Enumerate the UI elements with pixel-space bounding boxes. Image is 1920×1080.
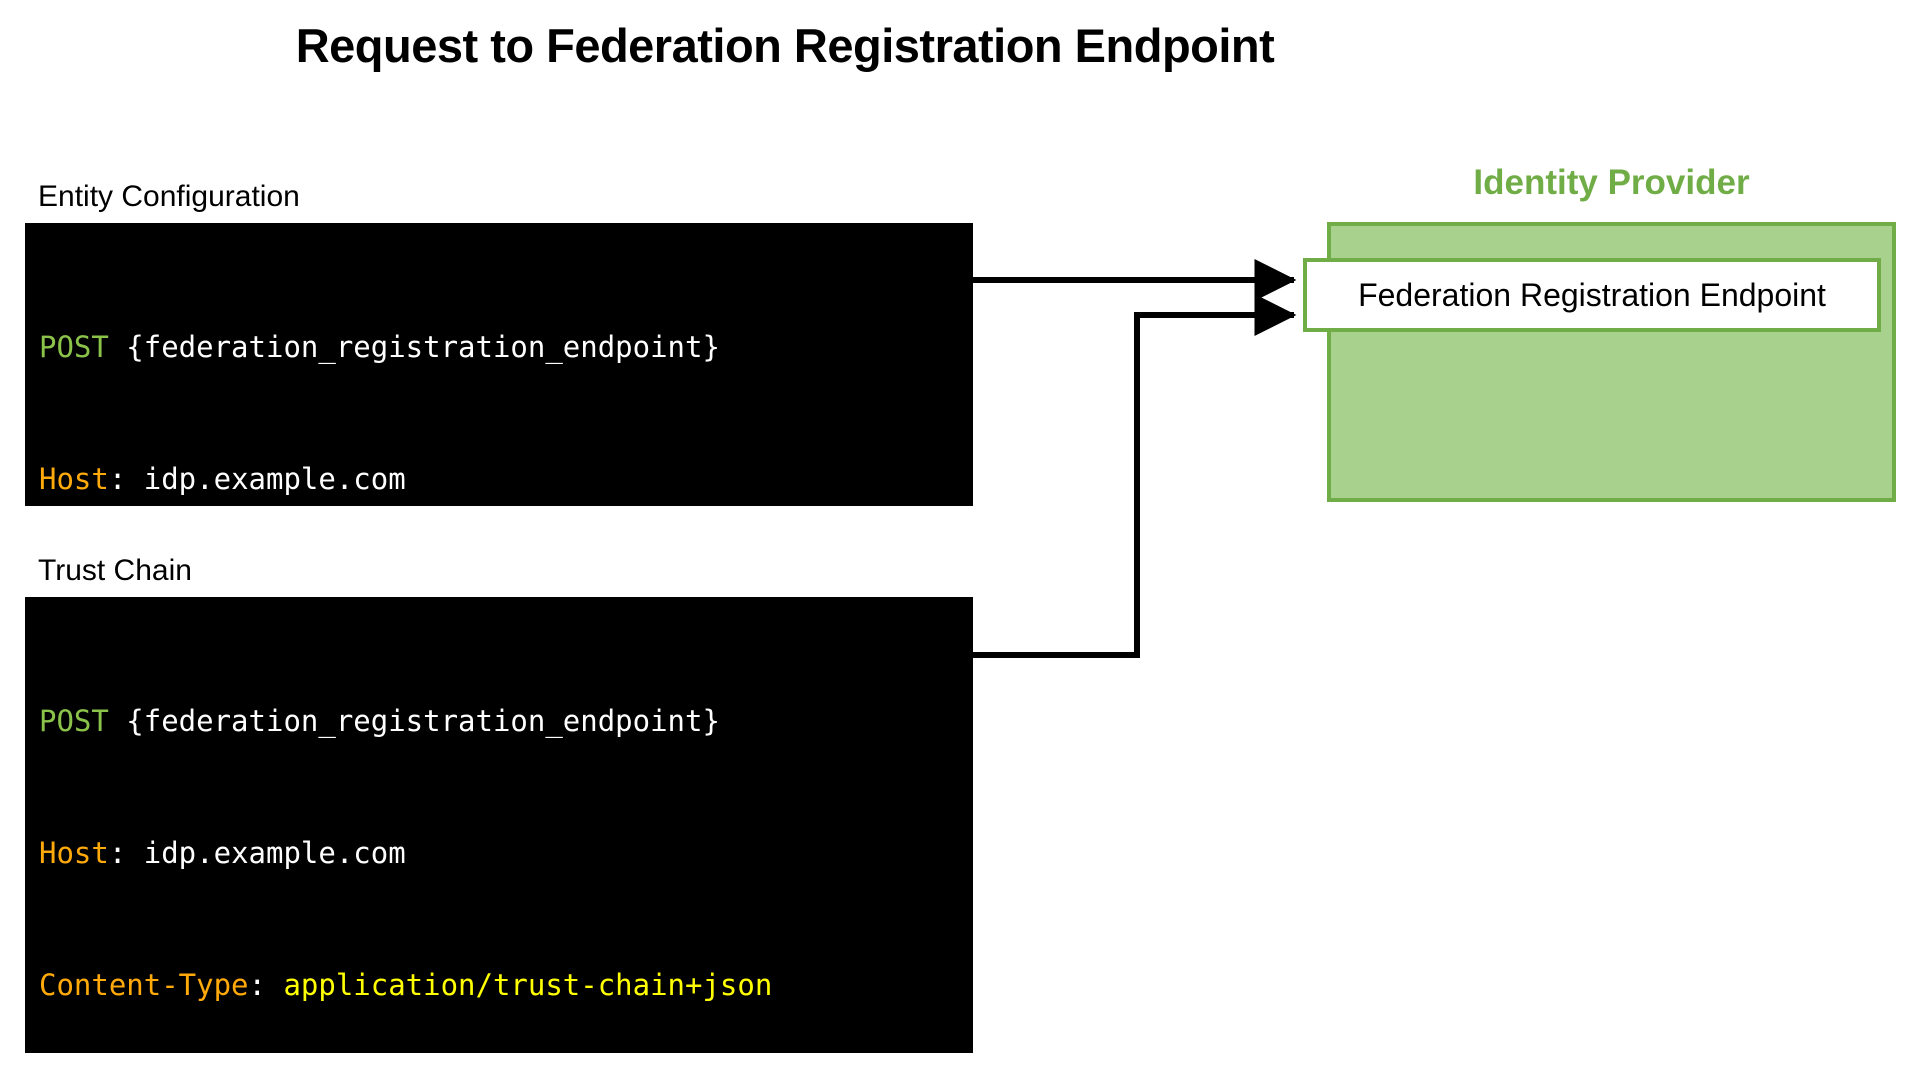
code-line-request: POST {federation_registration_endpoint} xyxy=(39,325,973,369)
page-title: Request to Federation Registration Endpo… xyxy=(295,19,1275,72)
header-separator: : xyxy=(108,836,144,870)
header-value-content-type: application/trust-chain+json xyxy=(283,968,773,1002)
header-value-host: idp.example.com xyxy=(143,462,406,496)
identity-provider-title: Identity Provider xyxy=(1473,163,1750,202)
header-name-content-type: Content-Type xyxy=(39,968,249,1002)
entity-configuration-code-block: POST {federation_registration_endpoint} … xyxy=(25,223,973,506)
header-separator: : xyxy=(248,968,284,1002)
entity-configuration-label: Entity Configuration xyxy=(38,180,300,213)
federation-registration-endpoint-label: Federation Registration Endpoint xyxy=(1358,276,1826,313)
trust-chain-code-block: POST {federation_registration_endpoint} … xyxy=(25,597,973,1053)
code-line-content-type: Content-Type: application/trust-chain+js… xyxy=(39,963,973,1007)
http-method: POST xyxy=(39,704,109,738)
http-method: POST xyxy=(39,330,109,364)
header-separator: : xyxy=(108,462,144,496)
code-line-host: Host: idp.example.com xyxy=(39,831,973,875)
trust-chain-label: Trust Chain xyxy=(38,554,192,587)
header-name-host: Host xyxy=(39,462,109,496)
header-value-host: idp.example.com xyxy=(143,836,406,870)
header-name-host: Host xyxy=(39,836,109,870)
arrow-trust-chain-to-endpoint xyxy=(973,294,1297,658)
code-line-request: POST {federation_registration_endpoint} xyxy=(39,699,973,743)
http-target: {federation_registration_endpoint} xyxy=(108,704,720,738)
http-target: {federation_registration_endpoint} xyxy=(108,330,720,364)
federation-registration-endpoint-box[interactable]: Federation Registration Endpoint xyxy=(1303,258,1881,332)
code-line-host: Host: idp.example.com xyxy=(39,457,973,501)
